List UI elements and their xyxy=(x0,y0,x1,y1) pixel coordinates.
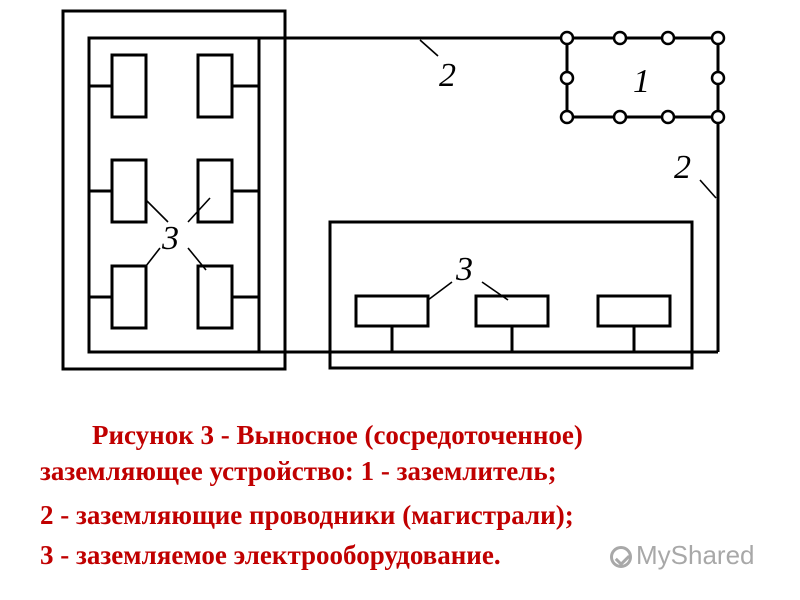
caption-line-4: 3 - заземляемое электрооборудование. xyxy=(40,540,501,570)
left-building-outer xyxy=(61,9,287,371)
caption-line-3: 2 - заземляющие проводники (магистрали); xyxy=(40,500,574,530)
label-conductor-right: 2 xyxy=(674,149,691,186)
right-label-leaders xyxy=(419,39,717,301)
left-building-inner-loop xyxy=(87,36,261,354)
label-grounding-electrode: 1 xyxy=(633,63,650,100)
left-label-leaders xyxy=(145,197,211,271)
electrode-rods xyxy=(559,30,726,125)
watermark: MyShared xyxy=(610,540,755,571)
caption-line-2: заземляющее устройство: 1 - заземлитель; xyxy=(40,456,557,486)
label-equipment-left: 3 xyxy=(161,220,179,257)
label-conductor-top: 2 xyxy=(439,57,456,94)
watermark-text: MyShared xyxy=(636,540,755,570)
watermark-check-icon xyxy=(610,546,632,568)
right-equipment-group xyxy=(354,294,672,352)
left-equipment-group xyxy=(89,53,259,330)
label-equipment-right: 3 xyxy=(455,251,473,288)
right-building xyxy=(328,220,694,370)
caption-line-1: Рисунок 3 - Выносное (сосредоточенное) xyxy=(92,420,583,450)
